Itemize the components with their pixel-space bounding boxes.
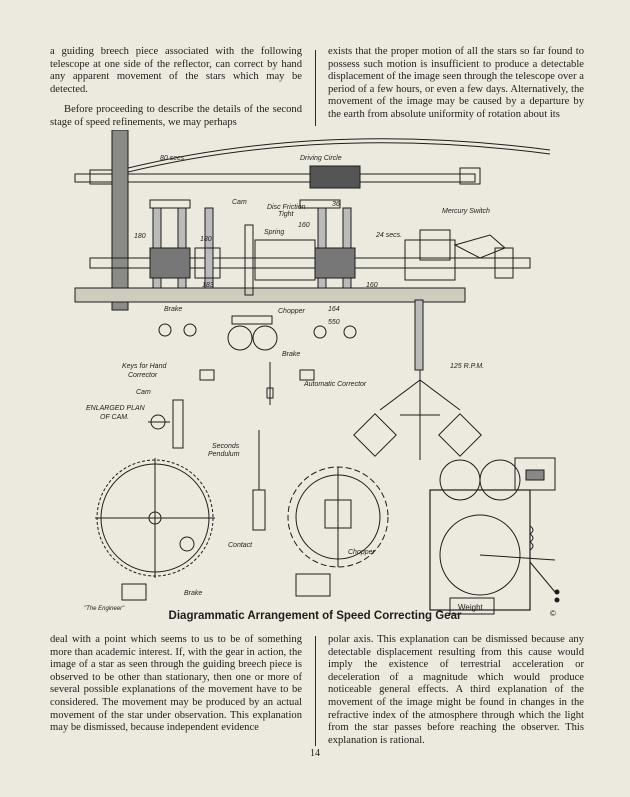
label-the-engineer: "The Engineer" [84, 606, 125, 612]
label-seconds-1: Seconds [212, 443, 240, 450]
label-180-b: 180 [200, 236, 212, 243]
large-spur-gear [111, 129, 129, 311]
column-divider [315, 636, 316, 746]
label-disc-friction-1: Disc Friction [267, 204, 306, 211]
label-brake-top: Brake [164, 306, 182, 313]
label-36: 36 [332, 201, 340, 208]
label-contact: Contact [228, 542, 253, 549]
label-enlarged-1: ENLARGED PLAN [86, 405, 146, 412]
bottom-right-column: polar axis. This explanation can be dism… [328, 634, 584, 755]
label-enlarged-2: OF CAM. [100, 414, 129, 421]
paragraph: a guiding breech piece associated with t… [50, 46, 302, 95]
label-183: 183 [202, 282, 214, 289]
label-cam-plan: Cam [136, 389, 151, 396]
label-mercury-switch: Mercury Switch [442, 208, 490, 215]
gear-diagram: 80 secs. Driving Circle Cam Disc Frictio… [60, 129, 580, 622]
label-brake-mid: Brake [282, 351, 300, 358]
governor-weight [353, 413, 397, 457]
weight-box [449, 597, 495, 615]
label-160-b: 160 [366, 282, 378, 289]
worm-gear [309, 165, 361, 189]
label-weight: Weight [458, 603, 484, 612]
label-chopper-bottom: Chopper [348, 549, 376, 556]
label-24-secs: 24 secs. [375, 232, 402, 239]
winch-drum [439, 514, 521, 596]
paragraph: Before proceeding to describe the detail… [50, 104, 302, 128]
top-right-column: exists that the proper motion of all the… [328, 46, 584, 130]
page-number: 14 [310, 748, 320, 759]
paragraph: polar axis. This explanation can be dism… [328, 634, 584, 746]
label-seconds-2: Pendulum [208, 451, 240, 458]
base-frame [74, 287, 466, 303]
label-chopper-top: Chopper [278, 308, 306, 315]
countershaft [89, 257, 531, 269]
governor-weight [438, 413, 482, 457]
main-shaft [74, 173, 476, 183]
label-cam: Cam [232, 199, 247, 206]
label-copyright: © [550, 609, 556, 618]
bottom-left-column: deal with a point which seems to us to b… [50, 634, 302, 743]
top-left-column: a guiding breech piece associated with t… [50, 46, 302, 138]
label-180-a: 180 [134, 233, 146, 240]
paragraph: exists that the proper motion of all the… [328, 46, 584, 120]
label-160-a: 160 [298, 222, 310, 229]
label-disc-friction-2: Tight [278, 211, 295, 218]
label-keys-2: Corrector [128, 372, 158, 379]
figure-caption: Diagrammatic Arrangement of Speed Correc… [168, 610, 462, 622]
label-driving-circle: Driving Circle [300, 155, 342, 162]
label-spring: Spring [264, 229, 284, 236]
label-automatic-corrector: Automatic Corrector [303, 381, 367, 388]
motor [514, 457, 556, 491]
label-164: 164 [328, 306, 340, 313]
label-keys-1: Keys for Hand [122, 363, 167, 370]
label-550: 550 [328, 319, 340, 326]
driving-circle-arc [119, 138, 551, 171]
paragraph: deal with a point which seems to us to b… [50, 634, 302, 734]
label-brake-bottom: Brake [184, 590, 202, 597]
label-125-rpm: 125 R.P.M. [450, 363, 484, 370]
column-divider [315, 50, 316, 126]
label-80-secs: 80 secs. [160, 155, 186, 162]
